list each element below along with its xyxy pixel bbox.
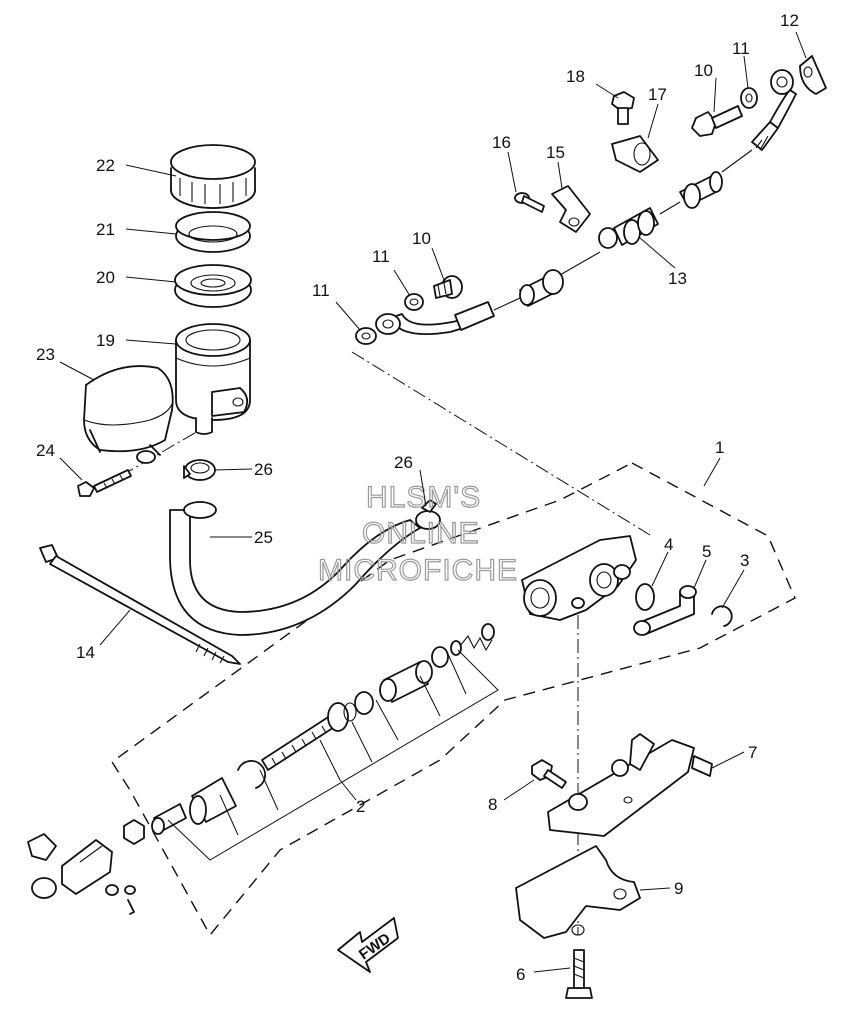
- callout-20: 20: [96, 268, 115, 287]
- screw-6: [565, 949, 593, 999]
- copper-washer-upper: [740, 87, 758, 109]
- hose-clamp-left: [183, 459, 216, 481]
- piston-kit: [123, 623, 495, 845]
- callout-26-left: 26: [254, 460, 273, 479]
- callout-6: 6: [516, 965, 525, 984]
- copper-washer-lower-left: [355, 327, 377, 345]
- callout-3: 3: [740, 551, 749, 570]
- callout-13: 13: [668, 269, 687, 288]
- callout-10-upper: 10: [694, 61, 713, 80]
- reservoir-cover: [83, 365, 174, 464]
- callout-16: 16: [492, 133, 511, 152]
- callout-14: 14: [76, 643, 95, 662]
- clevis-assembly: [27, 833, 136, 915]
- hose-guide: [799, 55, 827, 95]
- callout-11-middle: 11: [372, 247, 390, 266]
- mounting-bolt-8: [531, 759, 567, 789]
- o-ring: [635, 583, 655, 611]
- cover-bolt: [77, 469, 132, 497]
- union-bolt-upper: [691, 105, 743, 137]
- brake-hose: [375, 69, 797, 335]
- callout-4: 4: [664, 535, 673, 554]
- callout-23: 23: [36, 345, 55, 364]
- leader-lines: [59, 31, 807, 973]
- reservoir-cap: [170, 144, 256, 209]
- callout-24: 24: [36, 441, 55, 460]
- heat-protector: [515, 845, 641, 939]
- union-bolt-lower: [433, 275, 463, 299]
- callout-26-right: 26: [394, 453, 413, 472]
- callout-17: 17: [648, 85, 667, 104]
- callout-2: 2: [356, 797, 365, 816]
- callout-5: 5: [702, 542, 711, 561]
- hose-clamp-17: [611, 135, 659, 173]
- callout-11-left: 11: [312, 281, 330, 300]
- callout-19: 19: [96, 331, 115, 350]
- callout-25: 25: [254, 528, 273, 547]
- callout-22: 22: [96, 156, 115, 175]
- hose-clamp-right: [415, 499, 441, 530]
- footrest-bracket: [547, 733, 713, 837]
- watermark-line-3: MICROFICHE: [318, 554, 518, 587]
- hose-holder-bolt: [514, 192, 545, 213]
- clamp-bolt-18: [611, 91, 635, 125]
- assembly-boundary: [111, 462, 796, 937]
- callout-1: 1: [715, 438, 724, 457]
- hose-joint: [633, 585, 697, 636]
- watermark-line-2: ONLINE: [362, 517, 480, 550]
- callout-12: 12: [780, 11, 799, 30]
- reservoir-body: [175, 323, 251, 435]
- watermark-line-1: HLSM'S: [366, 481, 481, 514]
- watermark: HLSM'S ONLINE MICROFICHE: [317, 480, 518, 587]
- reservoir-diaphragm: [174, 264, 252, 308]
- callout-7: 7: [748, 743, 757, 762]
- forward-direction-arrow: FWD: [337, 917, 399, 973]
- callout-9: 9: [674, 879, 683, 898]
- cable-tie: [39, 544, 241, 665]
- copper-washer-lower-right: [404, 293, 424, 311]
- kit-bracket: [167, 649, 499, 861]
- centerline-hose: [351, 351, 651, 536]
- callout-18: 18: [566, 67, 585, 86]
- callout-10-lower: 10: [412, 229, 431, 248]
- reservoir-hose: [169, 501, 421, 636]
- master-cylinder-body: [521, 535, 637, 621]
- reservoir-diaphragm-plate: [175, 211, 251, 253]
- callout-8: 8: [488, 795, 497, 814]
- callout-15: 15: [546, 143, 565, 162]
- callout-21: 21: [96, 220, 115, 239]
- hose-holder: [551, 185, 591, 233]
- circlip: [711, 605, 733, 627]
- callout-labels: 1 2 3 4 5 6 7 8 9 10 10 11 11 11 12 13 1…: [36, 11, 799, 984]
- callout-11-upper: 11: [732, 39, 750, 58]
